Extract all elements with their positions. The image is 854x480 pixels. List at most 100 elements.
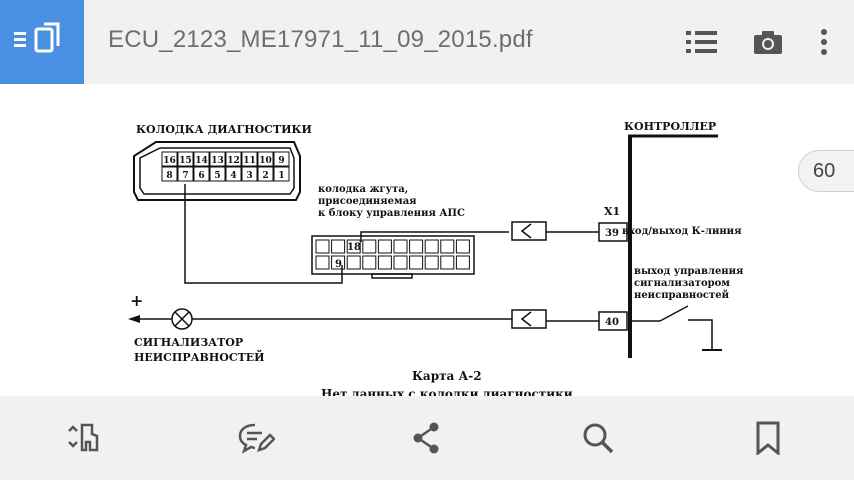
harness-latch (371, 273, 413, 279)
harness-cell (455, 239, 470, 254)
diag-pin-bottom-cell (177, 166, 194, 182)
harness-cell (424, 239, 439, 254)
diag-pin-bottom-cell (161, 166, 178, 182)
harness-label-2: присоединяемая (318, 196, 417, 207)
share-icon (413, 422, 439, 454)
bookmark-button[interactable] (748, 418, 788, 458)
diag-pin-top-label: 10 (259, 156, 272, 166)
diag-pin-top-label: 11 (243, 156, 256, 166)
diag-pin-top-cell (257, 151, 274, 167)
diag-pin-top-label: 13 (211, 156, 224, 166)
harness-cell (393, 239, 408, 254)
map-subtitle: Нет данных с колодки диагностики (321, 387, 573, 396)
fault-out-label-1: выход управления (634, 266, 744, 277)
diag-pin-top-cell (193, 151, 210, 167)
fault-out-label-3: неисправностей (634, 290, 730, 301)
diag-pin-top-label: 16 (163, 156, 176, 166)
harness-cell (315, 239, 330, 254)
diag-block-title: КОЛОДКА ДИАГНОСТИКИ (136, 123, 312, 136)
arrow-plus (128, 315, 140, 323)
share-button[interactable] (406, 418, 446, 458)
diag-pin-bottom-label: 4 (230, 171, 236, 181)
page-number: 60 (813, 159, 836, 182)
k-line-connector-arrow (520, 223, 532, 239)
search-button[interactable] (578, 418, 618, 458)
comment-edit-button[interactable] (236, 418, 276, 458)
menu-pages-button[interactable] (0, 0, 84, 84)
harness-cell (346, 239, 361, 254)
diag-pin-top-cell (177, 151, 194, 167)
lamp-connector-symbol (511, 309, 547, 329)
harness-pin-cells (315, 239, 470, 270)
harness-cell (346, 255, 361, 270)
diag-pin-bottom-cell (209, 166, 226, 182)
lamp-label-1: СИГНАЛИЗАТОР (134, 336, 243, 349)
plus-sign: + (130, 291, 143, 310)
diag-pin-top-cell (209, 151, 226, 167)
more-options-button[interactable] (808, 26, 840, 58)
harness-cell (455, 255, 470, 270)
top-app-bar: ECU_2123_ME17971_11_09_2015.pdf (0, 0, 854, 84)
harness-cell (362, 239, 377, 254)
list-button[interactable] (686, 26, 718, 58)
harness-cell (331, 255, 346, 270)
harness-pin-9: 9 (335, 259, 342, 270)
k-line-label: вход/выход К-линия (622, 226, 742, 237)
bottom-toolbar (0, 396, 854, 480)
page-number-indicator[interactable]: 60 (798, 150, 854, 192)
harness-cell (440, 239, 455, 254)
diag-pin-top-cell (161, 151, 178, 167)
fault-out-label-2: сигнализатором (634, 278, 730, 289)
document-title: ECU_2123_ME17971_11_09_2015.pdf (108, 26, 533, 53)
diag-pin-top-cell (225, 151, 242, 167)
collapse-button[interactable] (64, 418, 104, 458)
harness-cell (315, 255, 330, 270)
harness-label-1: колодка жгута, (318, 184, 408, 195)
diag-pin-bottom-label: 3 (246, 171, 252, 181)
diag-pin-bottom-cell (257, 166, 274, 182)
diag-pin-bottom-label: 2 (262, 171, 268, 181)
diag-pin-bottom-label: 5 (214, 171, 220, 181)
harness-cell (424, 255, 439, 270)
controller-title: КОНТРОЛЛЕР (624, 120, 716, 133)
diag-pin-bottom-cell (225, 166, 242, 182)
lamp-cross (174, 311, 190, 327)
connector-x1: X1 (604, 205, 620, 218)
diag-pin-bottom-cell (193, 166, 210, 182)
harness-cell (409, 239, 424, 254)
collapse-icon (68, 423, 99, 452)
diag-pin-bottom-label: 8 (166, 171, 172, 181)
lamp-connector-arrow (520, 311, 532, 327)
map-title: Карта А-2 (412, 369, 482, 383)
pin-39-box (598, 222, 628, 242)
search-icon (583, 423, 614, 454)
diag-pin-bottom-label: 7 (182, 171, 188, 181)
harness-cell (377, 239, 392, 254)
more-vert-icon (821, 29, 827, 55)
diag-pin-top-label: 9 (278, 156, 284, 166)
diag-connector-inner (139, 147, 295, 195)
comment-edit-icon (238, 423, 275, 454)
camera-icon (754, 31, 782, 54)
diag-pin-bottom-cell (273, 166, 290, 182)
harness-cell (393, 255, 408, 270)
diag-pin-top-label: 15 (179, 156, 192, 166)
switch-blade (659, 305, 689, 322)
k-line-connector-symbol (511, 221, 547, 241)
bookmark-icon (756, 421, 780, 455)
diag-pin-top-label: 12 (227, 156, 240, 166)
menu-pages-icon (14, 20, 70, 65)
harness-cell (377, 255, 392, 270)
diag-pin-top-cell (241, 151, 258, 167)
lamp-label-2: НЕИСПРАВНОСТЕЙ (134, 349, 265, 364)
camera-button[interactable] (752, 26, 784, 58)
ground-wire (688, 319, 713, 350)
diag-pin-bottom-label: 6 (198, 171, 204, 181)
diag-pin-top-cell (273, 151, 290, 167)
pin-40: 40 (605, 317, 619, 328)
harness-cell (331, 239, 346, 254)
